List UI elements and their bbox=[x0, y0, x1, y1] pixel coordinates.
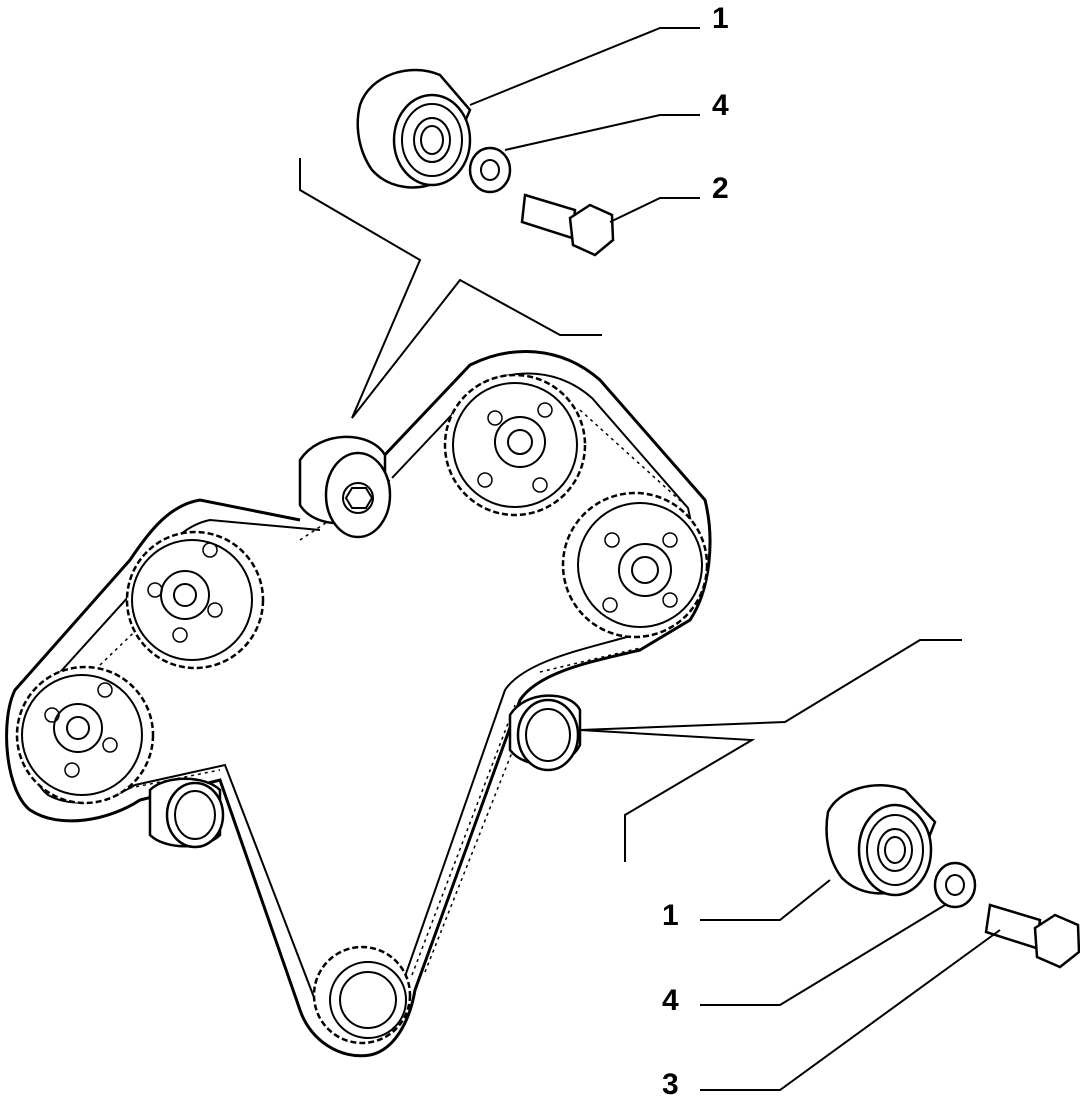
leader-lines bbox=[469, 27, 1001, 1091]
idler-roller-top bbox=[298, 435, 392, 539]
camshaft-pulley-right bbox=[561, 491, 709, 639]
callout-roller-bottom: 1 bbox=[662, 899, 679, 932]
explode-lines bbox=[299, 158, 962, 862]
idler-roller-right bbox=[508, 694, 582, 772]
callout-washer-top: 4 bbox=[712, 89, 729, 122]
crankshaft-pulley bbox=[312, 945, 412, 1045]
callout-bolt-top: 2 bbox=[712, 172, 729, 205]
camshaft-pulley-left-upper bbox=[125, 530, 265, 670]
callout-roller-top: 1 bbox=[712, 2, 729, 35]
roller-bottom-exploded bbox=[825, 784, 937, 897]
callout-bolt-bottom: 3 bbox=[662, 1068, 679, 1096]
camshaft-pulley-left-lower bbox=[15, 665, 155, 805]
bolt-top-exploded bbox=[520, 193, 615, 257]
idler-roller-lower-left bbox=[148, 777, 225, 849]
washer-bottom-exploded bbox=[933, 861, 977, 909]
bolt-bottom-exploded bbox=[984, 903, 1080, 969]
camshaft-pulley-upper bbox=[443, 373, 587, 517]
callout-washer-bottom: 4 bbox=[662, 984, 679, 1017]
roller-top-exploded bbox=[356, 68, 472, 189]
washer-top-exploded bbox=[468, 146, 512, 194]
